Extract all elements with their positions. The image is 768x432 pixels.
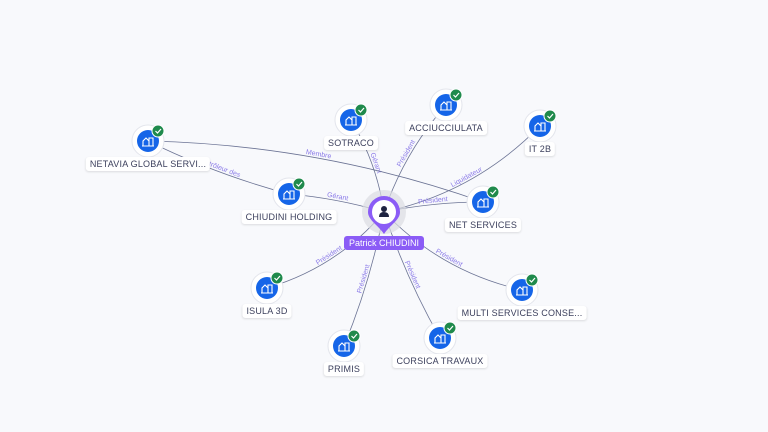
company-node[interactable] [131, 124, 165, 158]
company-label[interactable]: NET SERVICES [444, 218, 522, 232]
person-pin[interactable] [368, 196, 400, 234]
edge-label: Liquidateur [450, 166, 484, 189]
edge-label: Président [356, 264, 371, 294]
company-node[interactable] [423, 321, 457, 355]
company-node[interactable] [505, 273, 539, 307]
edge-label: Président [418, 196, 448, 206]
building-icon [477, 198, 489, 208]
company-label[interactable]: ACCIUCCIULATA [405, 121, 487, 135]
company-label[interactable]: PRIMIS [323, 362, 365, 376]
company-label[interactable]: CORSICA TRAVAUX [392, 354, 488, 368]
verified-check-icon [443, 321, 457, 335]
building-icon [283, 190, 295, 200]
company-node[interactable] [334, 103, 368, 137]
verified-check-icon [449, 88, 463, 102]
verified-check-icon [270, 271, 284, 285]
company-node[interactable] [523, 109, 557, 143]
building-icon [345, 116, 357, 126]
person-icon [379, 206, 389, 217]
company-label[interactable]: CHIUDINI HOLDING [241, 210, 337, 224]
verified-check-icon [525, 273, 539, 287]
company-label[interactable]: ISULA 3D [242, 304, 292, 318]
building-icon [142, 137, 154, 147]
edge-line [147, 140, 484, 203]
verified-check-icon [347, 329, 361, 343]
company-node[interactable] [272, 177, 306, 211]
edge-line [383, 125, 541, 213]
verified-check-icon [354, 103, 368, 117]
building-icon [338, 342, 350, 352]
edge-label: Gérant [326, 192, 348, 203]
company-node[interactable] [250, 271, 284, 305]
edge-label: Président [396, 139, 417, 168]
company-label[interactable]: MULTI SERVICES CONSE... [457, 306, 587, 320]
building-icon [440, 101, 452, 111]
company-label[interactable]: NETAVIA GLOBAL SERVI... [85, 157, 211, 171]
company-label[interactable]: SOTRACO [324, 136, 378, 150]
building-icon [434, 334, 446, 344]
person-name-label[interactable]: Patrick CHIUDINI [343, 236, 425, 250]
verified-check-icon [151, 124, 165, 138]
verified-check-icon [292, 177, 306, 191]
company-node[interactable] [429, 88, 463, 122]
verified-check-icon [543, 109, 557, 123]
edge-label: Président [315, 245, 344, 267]
edge-label: Président [403, 260, 421, 290]
edge-label: Président [434, 248, 463, 269]
building-icon [534, 122, 546, 132]
company-label[interactable]: IT 2B [524, 142, 556, 156]
edge-line [147, 140, 290, 195]
building-icon [516, 286, 528, 296]
company-node[interactable] [466, 185, 500, 219]
verified-check-icon [486, 185, 500, 199]
edge-label: Membre [305, 149, 332, 161]
company-node[interactable] [327, 329, 361, 363]
building-icon [261, 284, 273, 294]
